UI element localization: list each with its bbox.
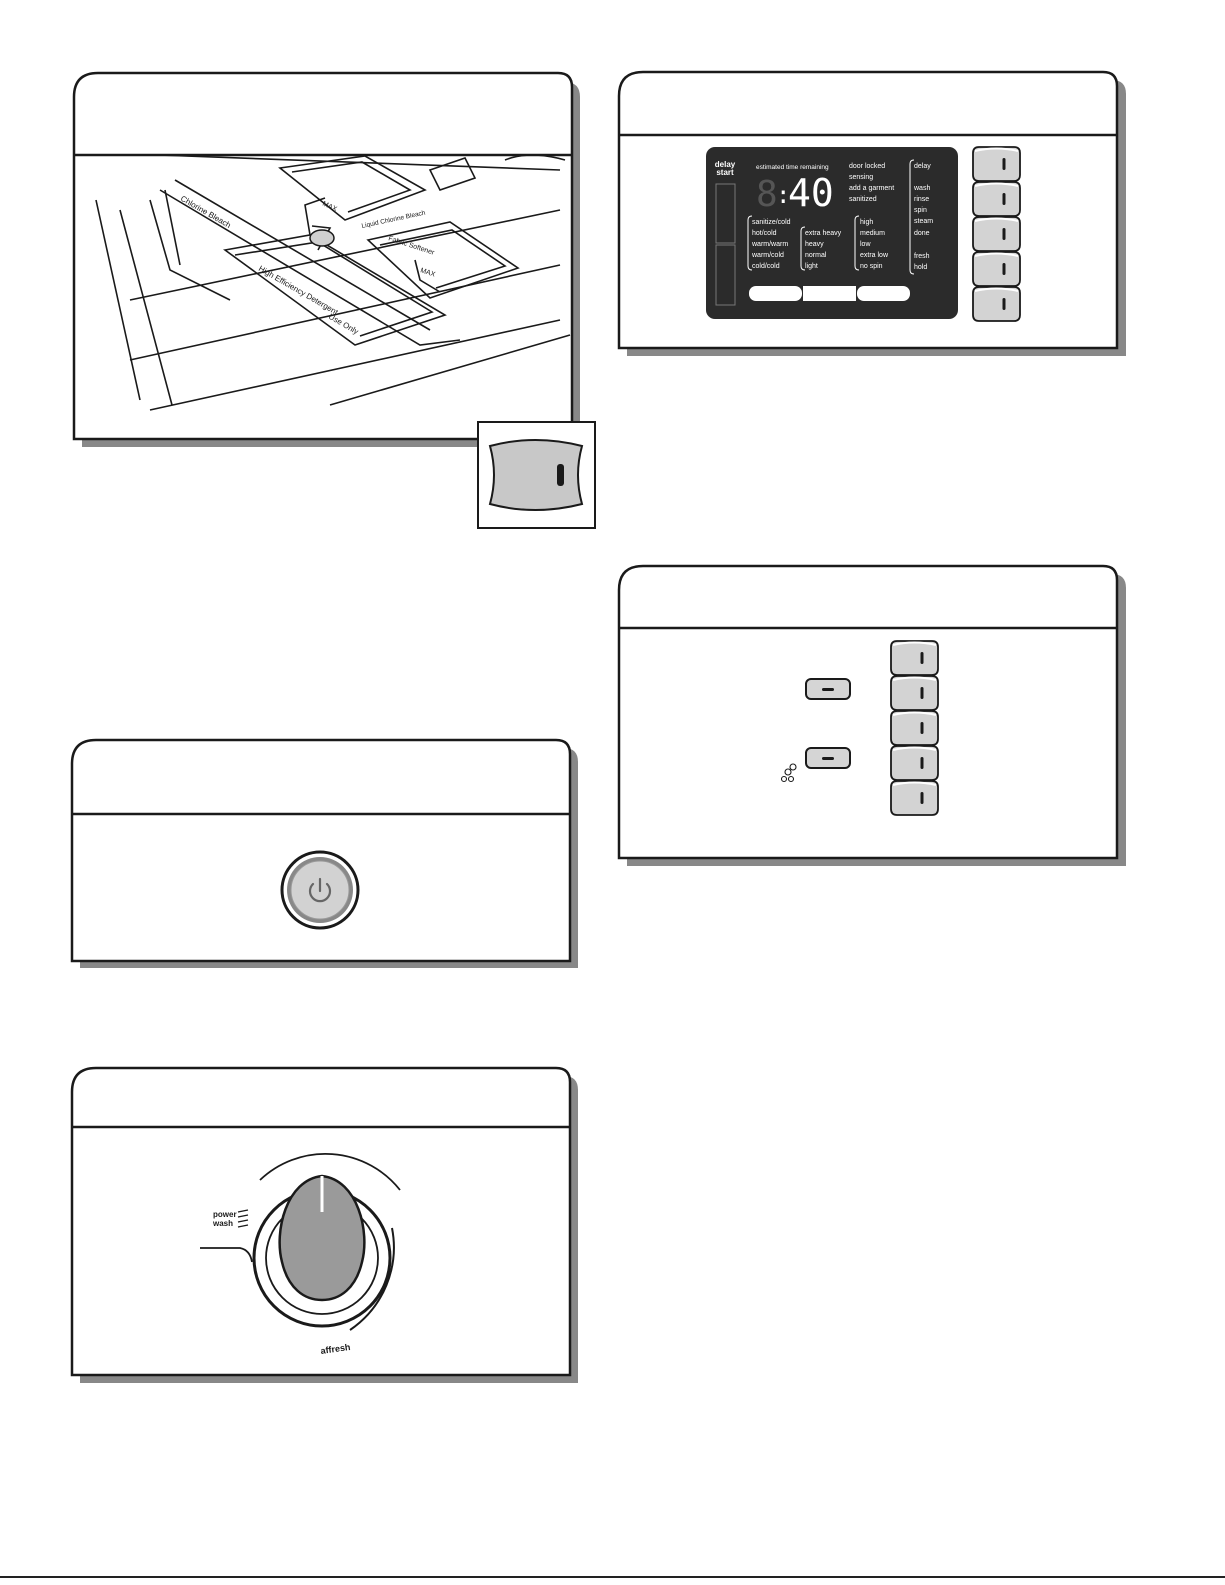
spin-select-button[interactable] xyxy=(857,286,910,301)
soil-select-button[interactable] xyxy=(803,286,856,301)
temp-hot-cold: hot/cold xyxy=(752,230,777,237)
option-button-b-indicator-icon xyxy=(920,652,924,664)
power-panel xyxy=(70,738,578,968)
option-button-b-indicator-icon xyxy=(920,757,924,769)
small-option-button-1[interactable] xyxy=(805,678,851,700)
status-list: door locked sensing add a garment saniti… xyxy=(849,163,894,203)
option-button-b-indicator-icon xyxy=(920,687,924,699)
power-button[interactable] xyxy=(280,850,360,930)
temp-cold-cold: cold/cold xyxy=(752,263,780,270)
stage-steam: steam xyxy=(914,218,933,225)
spin-list: high medium low extra low no spin xyxy=(860,219,889,270)
option-button-b-5[interactable] xyxy=(890,780,939,816)
stage-list: delay wash rinse spin steam done fresh h… xyxy=(913,163,933,271)
option-button-indicator-icon xyxy=(1002,193,1006,205)
page-bottom-rule xyxy=(0,1576,1225,1578)
steam-icon xyxy=(780,763,797,783)
time-digit-ghost: 8 xyxy=(756,174,778,215)
option-button-b-1[interactable] xyxy=(890,640,939,676)
option-button-b-3[interactable] xyxy=(890,710,939,746)
option-button-indicator-icon xyxy=(1002,158,1006,170)
temp-sanitize-cold: sanitize/cold xyxy=(752,219,791,226)
delay-start-down-button[interactable] xyxy=(715,244,736,306)
affresh-label: affresh xyxy=(320,1342,351,1356)
option-button-column-2 xyxy=(890,640,939,816)
status-sanitized: sanitized xyxy=(849,196,877,203)
option-button-5[interactable] xyxy=(972,286,1021,322)
spin-extra-low: extra low xyxy=(860,252,889,259)
option-button-2[interactable] xyxy=(972,181,1021,217)
stage-spin: spin xyxy=(914,207,927,214)
stage-fresh: fresh xyxy=(914,253,930,260)
power-wash-label-line1: power xyxy=(213,1210,237,1219)
stage-wash: wash xyxy=(913,185,930,192)
status-add-garment: add a garment xyxy=(849,185,894,192)
spin-low: low xyxy=(860,241,871,248)
soil-light: light xyxy=(805,263,818,270)
single-button-icon xyxy=(488,439,584,511)
stage-rinse: rinse xyxy=(914,196,929,203)
display-panel: delay start estimated time remaining 8 :… xyxy=(617,70,1126,356)
spin-no-spin: no spin xyxy=(860,263,883,270)
option-button-indicator-icon xyxy=(1002,228,1006,240)
small-option-button-2[interactable] xyxy=(805,747,851,769)
delay-start-label-line2: start xyxy=(716,168,734,177)
power-icon xyxy=(308,877,332,903)
stage-done: done xyxy=(914,230,930,237)
status-sensing: sensing xyxy=(849,174,873,181)
option-button-1[interactable] xyxy=(972,146,1021,182)
option-button-b-indicator-icon xyxy=(920,722,924,734)
temp-warm-warm: warm/warm xyxy=(751,241,788,248)
soil-normal: normal xyxy=(805,252,827,259)
option-button-indicator-icon xyxy=(1002,263,1006,275)
temp-warm-cold: warm/cold xyxy=(751,252,784,259)
temp-select-button[interactable] xyxy=(749,286,802,301)
stage-hold: hold xyxy=(914,264,927,271)
spin-medium: medium xyxy=(860,230,885,237)
display-bottom-buttons xyxy=(749,286,910,301)
time-remaining-value: 40 xyxy=(788,171,834,215)
power-wash-stripes-icon xyxy=(237,1209,249,1228)
option-button-b-indicator-icon xyxy=(920,792,924,804)
option-button-indicator-icon xyxy=(1002,298,1006,310)
soil-heavy: heavy xyxy=(805,241,824,248)
option-button-column xyxy=(972,146,1021,322)
delay-start-label-line1: delay xyxy=(715,160,736,169)
option-button-4[interactable] xyxy=(972,251,1021,287)
time-remaining-title: estimated time remaining xyxy=(756,164,829,171)
cycle-knob-panel: power wash affresh xyxy=(70,1066,578,1383)
temperature-list: sanitize/cold hot/cold warm/warm warm/co… xyxy=(751,219,791,270)
option-button-b-2[interactable] xyxy=(890,675,939,711)
option-button-b-4[interactable] xyxy=(890,745,939,781)
siphon-cap-icon xyxy=(309,229,335,247)
soil-list: extra heavy heavy normal light xyxy=(805,230,842,270)
options-panel xyxy=(617,564,1126,866)
time-colon: : xyxy=(776,181,790,209)
lcd-display xyxy=(706,147,958,319)
delay-start-up-button[interactable] xyxy=(715,183,736,244)
option-button-3[interactable] xyxy=(972,216,1021,252)
status-door-locked: door locked xyxy=(849,163,885,170)
power-wash-label-line2: wash xyxy=(212,1219,233,1228)
dispenser-panel: Chlorine Bleach High Efficiency Detergen… xyxy=(72,71,596,529)
stage-delay: delay xyxy=(914,163,931,170)
cycle-selector-knob[interactable] xyxy=(278,1174,366,1302)
label-softener-max: MAX xyxy=(419,267,436,278)
soil-extra-heavy: extra heavy xyxy=(805,230,842,237)
spin-high: high xyxy=(860,219,873,226)
